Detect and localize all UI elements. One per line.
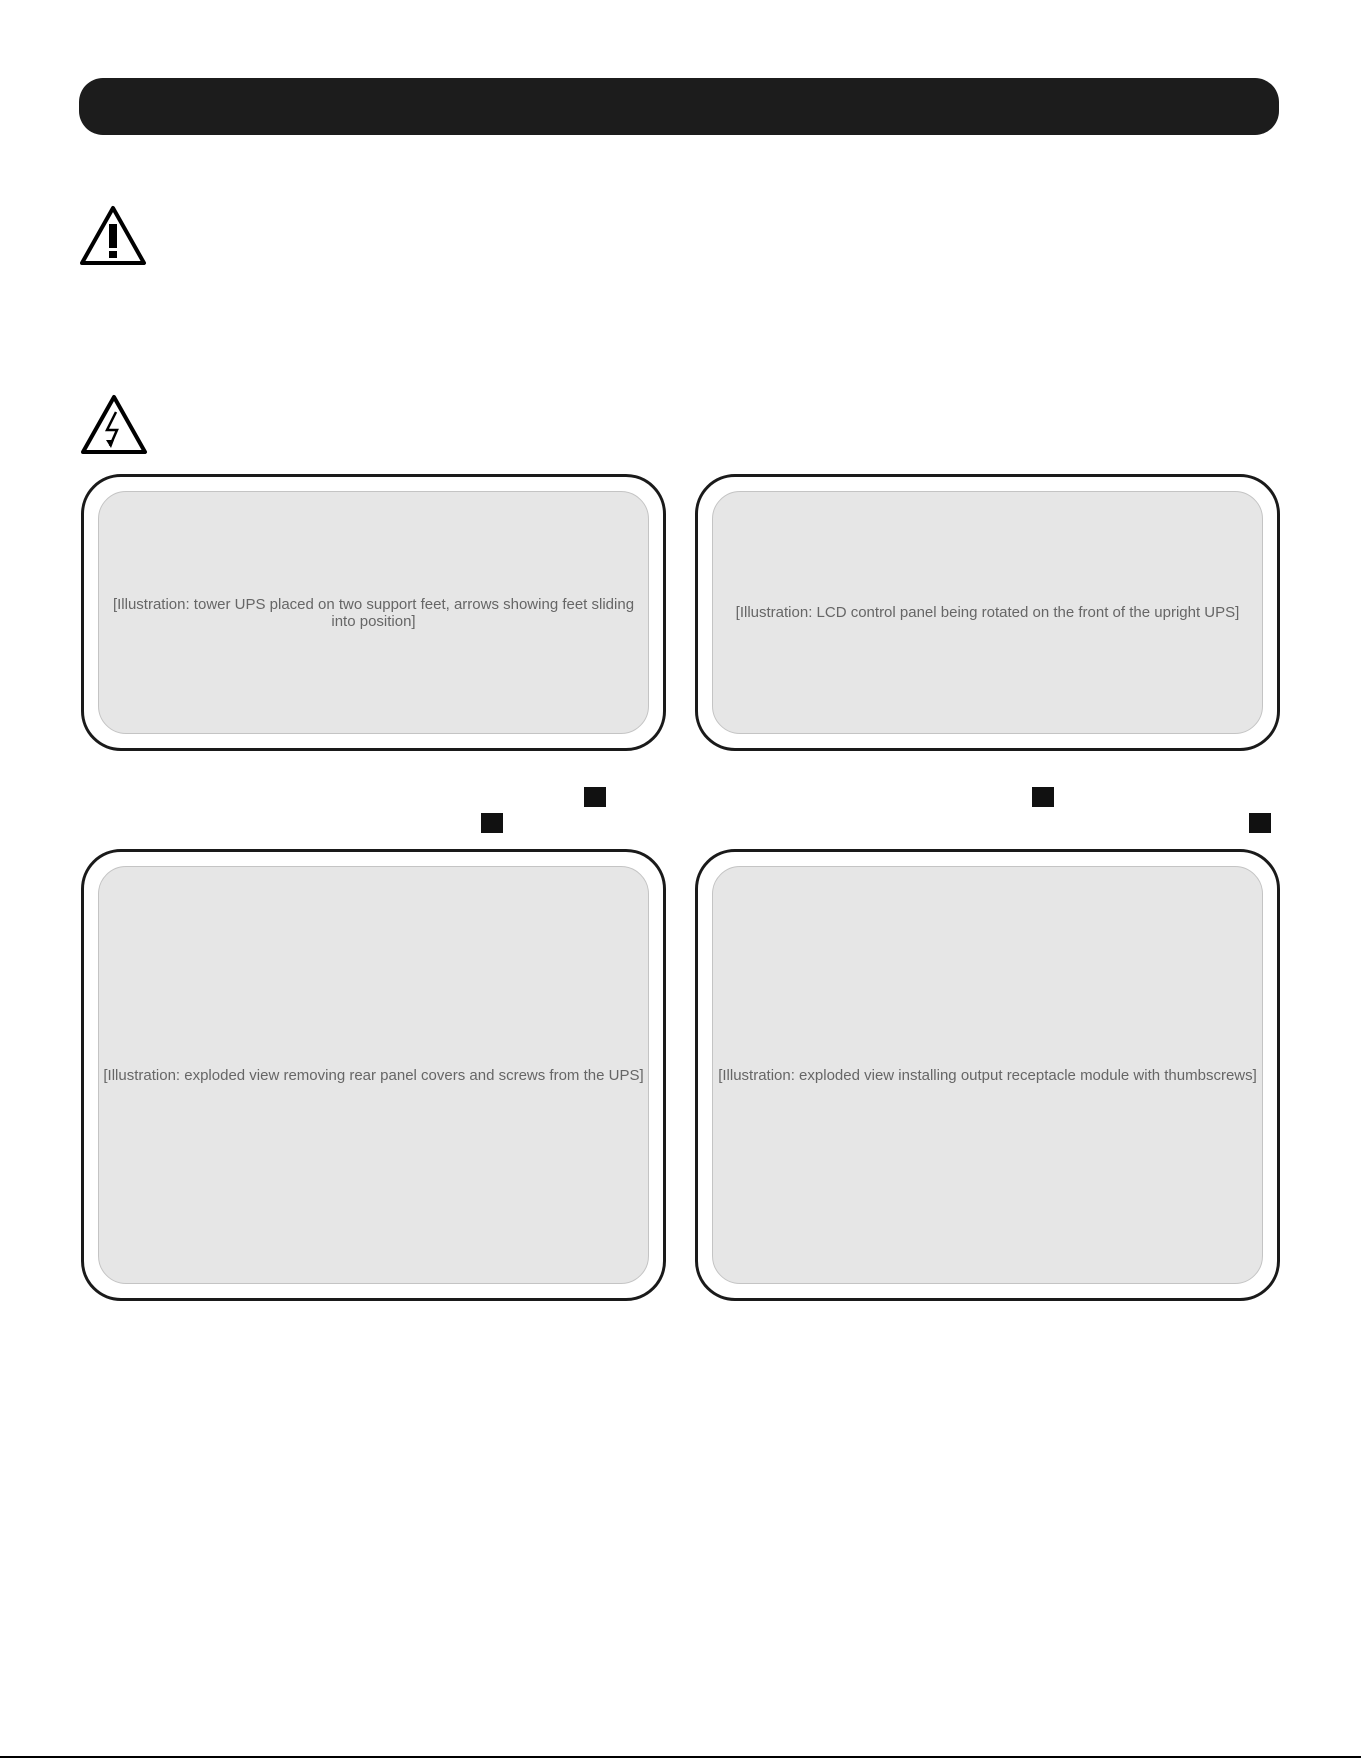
electric-shock-icon: [81, 395, 147, 454]
step-badge: [1032, 787, 1054, 807]
step-badge: [584, 787, 606, 807]
panel-3-image-placeholder: [Illustration: exploded view removing re…: [98, 866, 649, 1284]
step-badge: [481, 813, 503, 833]
illustration-panel-2: [Illustration: LCD control panel being r…: [695, 474, 1280, 751]
illustration-panel-3: [Illustration: exploded view removing re…: [81, 849, 666, 1301]
step-badge: [1249, 813, 1271, 833]
illustration-panel-1: [Illustration: tower UPS placed on two s…: [81, 474, 666, 751]
footer-rule: [0, 1756, 1361, 1758]
panel-4-image-placeholder: [Illustration: exploded view installing …: [712, 866, 1263, 1284]
section-header-bar: [79, 78, 1279, 135]
illustration-panel-4: [Illustration: exploded view installing …: [695, 849, 1280, 1301]
panel-1-image-placeholder: [Illustration: tower UPS placed on two s…: [98, 491, 649, 734]
warning-triangle-icon: [80, 206, 146, 265]
panel-2-image-placeholder: [Illustration: LCD control panel being r…: [712, 491, 1263, 734]
